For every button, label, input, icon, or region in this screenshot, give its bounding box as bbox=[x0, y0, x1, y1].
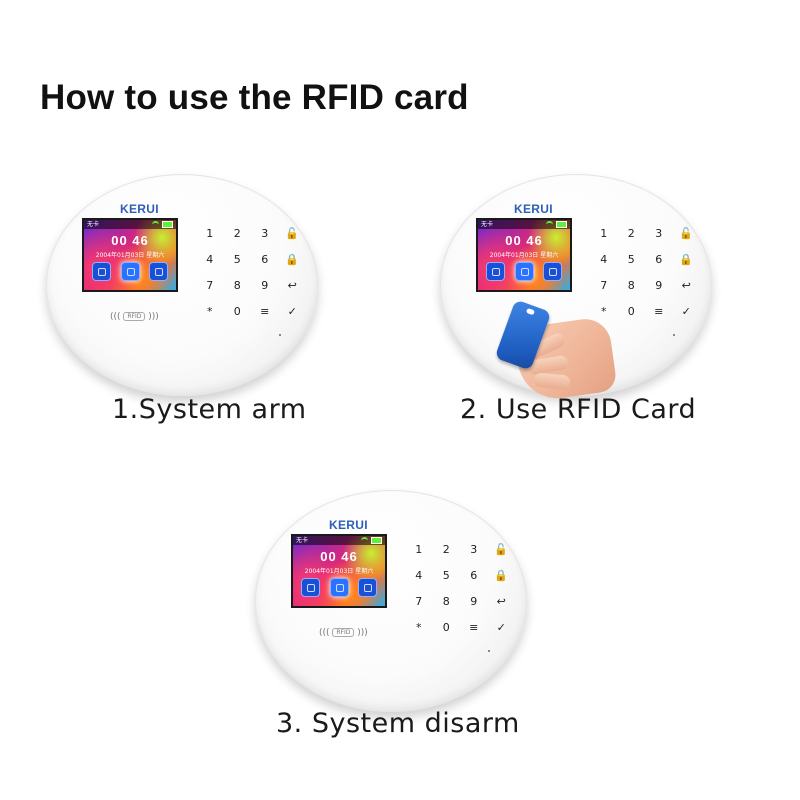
key-4[interactable]: 4 bbox=[206, 252, 214, 266]
key-8[interactable]: 8 bbox=[233, 279, 241, 293]
key-4[interactable]: 4 bbox=[415, 568, 423, 582]
key-star[interactable]: * bbox=[601, 305, 607, 319]
key-6[interactable]: 6 bbox=[655, 252, 663, 266]
panel-shell bbox=[255, 490, 527, 712]
key-1[interactable]: 1 bbox=[415, 542, 423, 556]
key-9[interactable]: 9 bbox=[655, 279, 663, 293]
key-4[interactable]: 4 bbox=[600, 252, 608, 266]
key-7[interactable]: 7 bbox=[206, 279, 214, 293]
wifi-icon bbox=[361, 537, 368, 544]
keypad: 1 2 3 🔓 4 5 6 🔒 7 8 9 ↩ * 0 ≡ ✓ bbox=[590, 220, 700, 325]
key-star[interactable]: * bbox=[207, 305, 213, 319]
clock-time: 00 46 bbox=[505, 233, 543, 248]
key-0[interactable]: 0 bbox=[627, 305, 635, 319]
battery-icon bbox=[371, 537, 382, 544]
key-3[interactable]: 3 bbox=[655, 226, 663, 240]
key-3[interactable]: 3 bbox=[470, 542, 478, 556]
hand-with-rfid-card bbox=[494, 292, 618, 404]
clock-date: 2004年01月03日 星期六 bbox=[304, 568, 374, 575]
status-bar: 无卡 bbox=[84, 220, 176, 229]
key-star[interactable]: * bbox=[416, 621, 422, 635]
alarm-panel-arm: KERUI 无卡 00 46 2004年01月03日 星期六 1 2 3 🔓 4… bbox=[46, 174, 318, 396]
key-3[interactable]: 3 bbox=[261, 226, 269, 240]
battery-icon bbox=[556, 221, 567, 228]
status-bar: 无卡 bbox=[478, 220, 570, 229]
rfid-reader-area: ((( RFID ))) bbox=[319, 628, 368, 638]
key-5[interactable]: 5 bbox=[442, 568, 450, 582]
arm-mode-icon bbox=[301, 578, 320, 597]
key-0[interactable]: 0 bbox=[233, 305, 241, 319]
brand-logo: KERUI bbox=[329, 518, 368, 532]
key-2[interactable]: 2 bbox=[627, 226, 635, 240]
key-arm[interactable]: 🔒 bbox=[679, 252, 694, 266]
key-confirm[interactable]: ✓ bbox=[287, 305, 297, 319]
step-1-caption: 1.System arm bbox=[112, 394, 307, 425]
key-disarm[interactable]: 🔓 bbox=[679, 226, 694, 240]
key-5[interactable]: 5 bbox=[233, 252, 241, 266]
clock-time: 00 46 bbox=[111, 233, 149, 248]
key-2[interactable]: 2 bbox=[442, 542, 450, 556]
key-7[interactable]: 7 bbox=[600, 279, 608, 293]
display-screen: 无卡 00 46 2004年01月03日 星期六 bbox=[82, 218, 178, 292]
key-menu[interactable]: ≡ bbox=[469, 621, 479, 635]
key-back[interactable]: ↩ bbox=[287, 279, 297, 293]
rfid-reader-area: ((( RFID ))) bbox=[110, 312, 159, 322]
key-back[interactable]: ↩ bbox=[681, 279, 691, 293]
key-5[interactable]: 5 bbox=[627, 252, 635, 266]
key-6[interactable]: 6 bbox=[470, 568, 478, 582]
key-back[interactable]: ↩ bbox=[496, 595, 506, 609]
key-0[interactable]: 0 bbox=[442, 621, 450, 635]
display-screen: 无卡 00 46 2004年01月03日 星期六 bbox=[476, 218, 572, 292]
status-led bbox=[673, 334, 675, 336]
key-confirm[interactable]: ✓ bbox=[681, 305, 691, 319]
disarm-mode-icon bbox=[358, 578, 377, 597]
home-mode-icon bbox=[329, 578, 349, 597]
key-menu[interactable]: ≡ bbox=[260, 305, 270, 319]
page-title: How to use the RFID card bbox=[40, 78, 469, 117]
key-1[interactable]: 1 bbox=[206, 226, 214, 240]
key-7[interactable]: 7 bbox=[415, 595, 423, 609]
clock-date: 2004年01月03日 星期六 bbox=[95, 252, 165, 259]
brand-logo: KERUI bbox=[514, 202, 553, 216]
key-disarm[interactable]: 🔓 bbox=[494, 542, 509, 556]
key-9[interactable]: 9 bbox=[470, 595, 478, 609]
key-6[interactable]: 6 bbox=[261, 252, 269, 266]
arm-mode-icon bbox=[92, 262, 111, 281]
step-3-caption: 3. System disarm bbox=[276, 708, 520, 739]
key-1[interactable]: 1 bbox=[600, 226, 608, 240]
keypad: 1 2 3 🔓 4 5 6 🔒 7 8 9 ↩ * 0 ≡ ✓ bbox=[405, 536, 515, 641]
keypad: 1 2 3 🔓 4 5 6 🔒 7 8 9 ↩ * 0 ≡ ✓ bbox=[196, 220, 306, 325]
rfid-mark: RFID bbox=[123, 312, 146, 321]
key-arm[interactable]: 🔒 bbox=[285, 252, 300, 266]
status-bar: 无卡 bbox=[293, 536, 385, 545]
key-arm[interactable]: 🔒 bbox=[494, 568, 509, 582]
key-disarm[interactable]: 🔓 bbox=[285, 226, 300, 240]
home-mode-icon bbox=[514, 262, 534, 281]
key-2[interactable]: 2 bbox=[233, 226, 241, 240]
key-8[interactable]: 8 bbox=[627, 279, 635, 293]
disarm-mode-icon bbox=[149, 262, 168, 281]
clock-time: 00 46 bbox=[320, 549, 358, 564]
battery-icon bbox=[162, 221, 173, 228]
status-led bbox=[279, 334, 281, 336]
key-confirm[interactable]: ✓ bbox=[496, 621, 506, 635]
status-led bbox=[488, 650, 490, 652]
wifi-icon bbox=[152, 221, 159, 228]
arm-mode-icon bbox=[486, 262, 505, 281]
key-8[interactable]: 8 bbox=[442, 595, 450, 609]
rfid-mark: RFID bbox=[332, 628, 355, 637]
key-9[interactable]: 9 bbox=[261, 279, 269, 293]
disarm-mode-icon bbox=[543, 262, 562, 281]
clock-date: 2004年01月03日 星期六 bbox=[489, 252, 559, 259]
display-screen: 无卡 00 46 2004年01月03日 星期六 bbox=[291, 534, 387, 608]
alarm-panel-disarm: KERUI 无卡 00 46 2004年01月03日 星期六 1 2 3 🔓 4… bbox=[255, 490, 527, 712]
key-menu[interactable]: ≡ bbox=[654, 305, 664, 319]
home-mode-icon bbox=[120, 262, 140, 281]
step-2-caption: 2. Use RFID Card bbox=[460, 394, 697, 425]
wifi-icon bbox=[546, 221, 553, 228]
brand-logo: KERUI bbox=[120, 202, 159, 216]
